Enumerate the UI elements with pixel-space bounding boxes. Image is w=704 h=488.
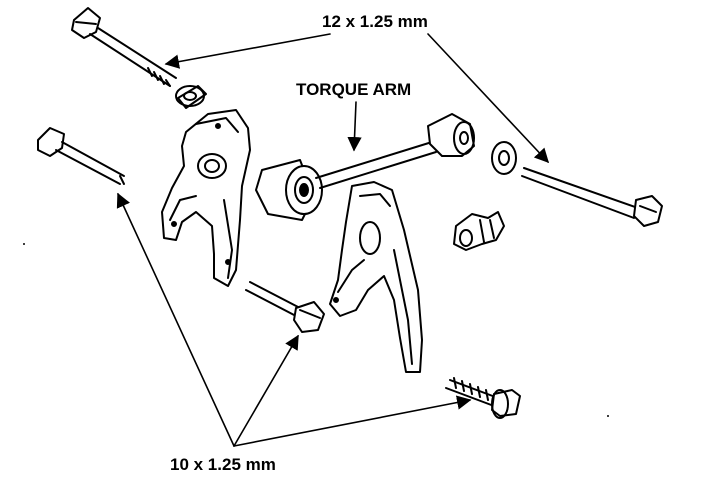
bracket-right (329, 181, 423, 373)
long-bolt-top-left (71, 7, 177, 87)
washer-top-left (175, 85, 207, 109)
washer-right (491, 141, 517, 175)
torque-arm (255, 113, 475, 221)
bolt-flange-bottom (445, 377, 521, 419)
bracket-left (161, 109, 251, 287)
long-bolt-right (521, 167, 663, 227)
clip-fitting (453, 211, 505, 251)
long-bolt-left (37, 127, 125, 185)
torque-arm-label: TORQUE ARM (296, 80, 412, 99)
bolt-size-label-top: 12 x 1.25 mm (322, 12, 428, 31)
bolt-middle (245, 281, 325, 333)
bolt-size-label-bottom: 10 x 1.25 mm (170, 455, 276, 474)
leader-lines (116, 33, 549, 447)
scan-specks (23, 243, 609, 417)
